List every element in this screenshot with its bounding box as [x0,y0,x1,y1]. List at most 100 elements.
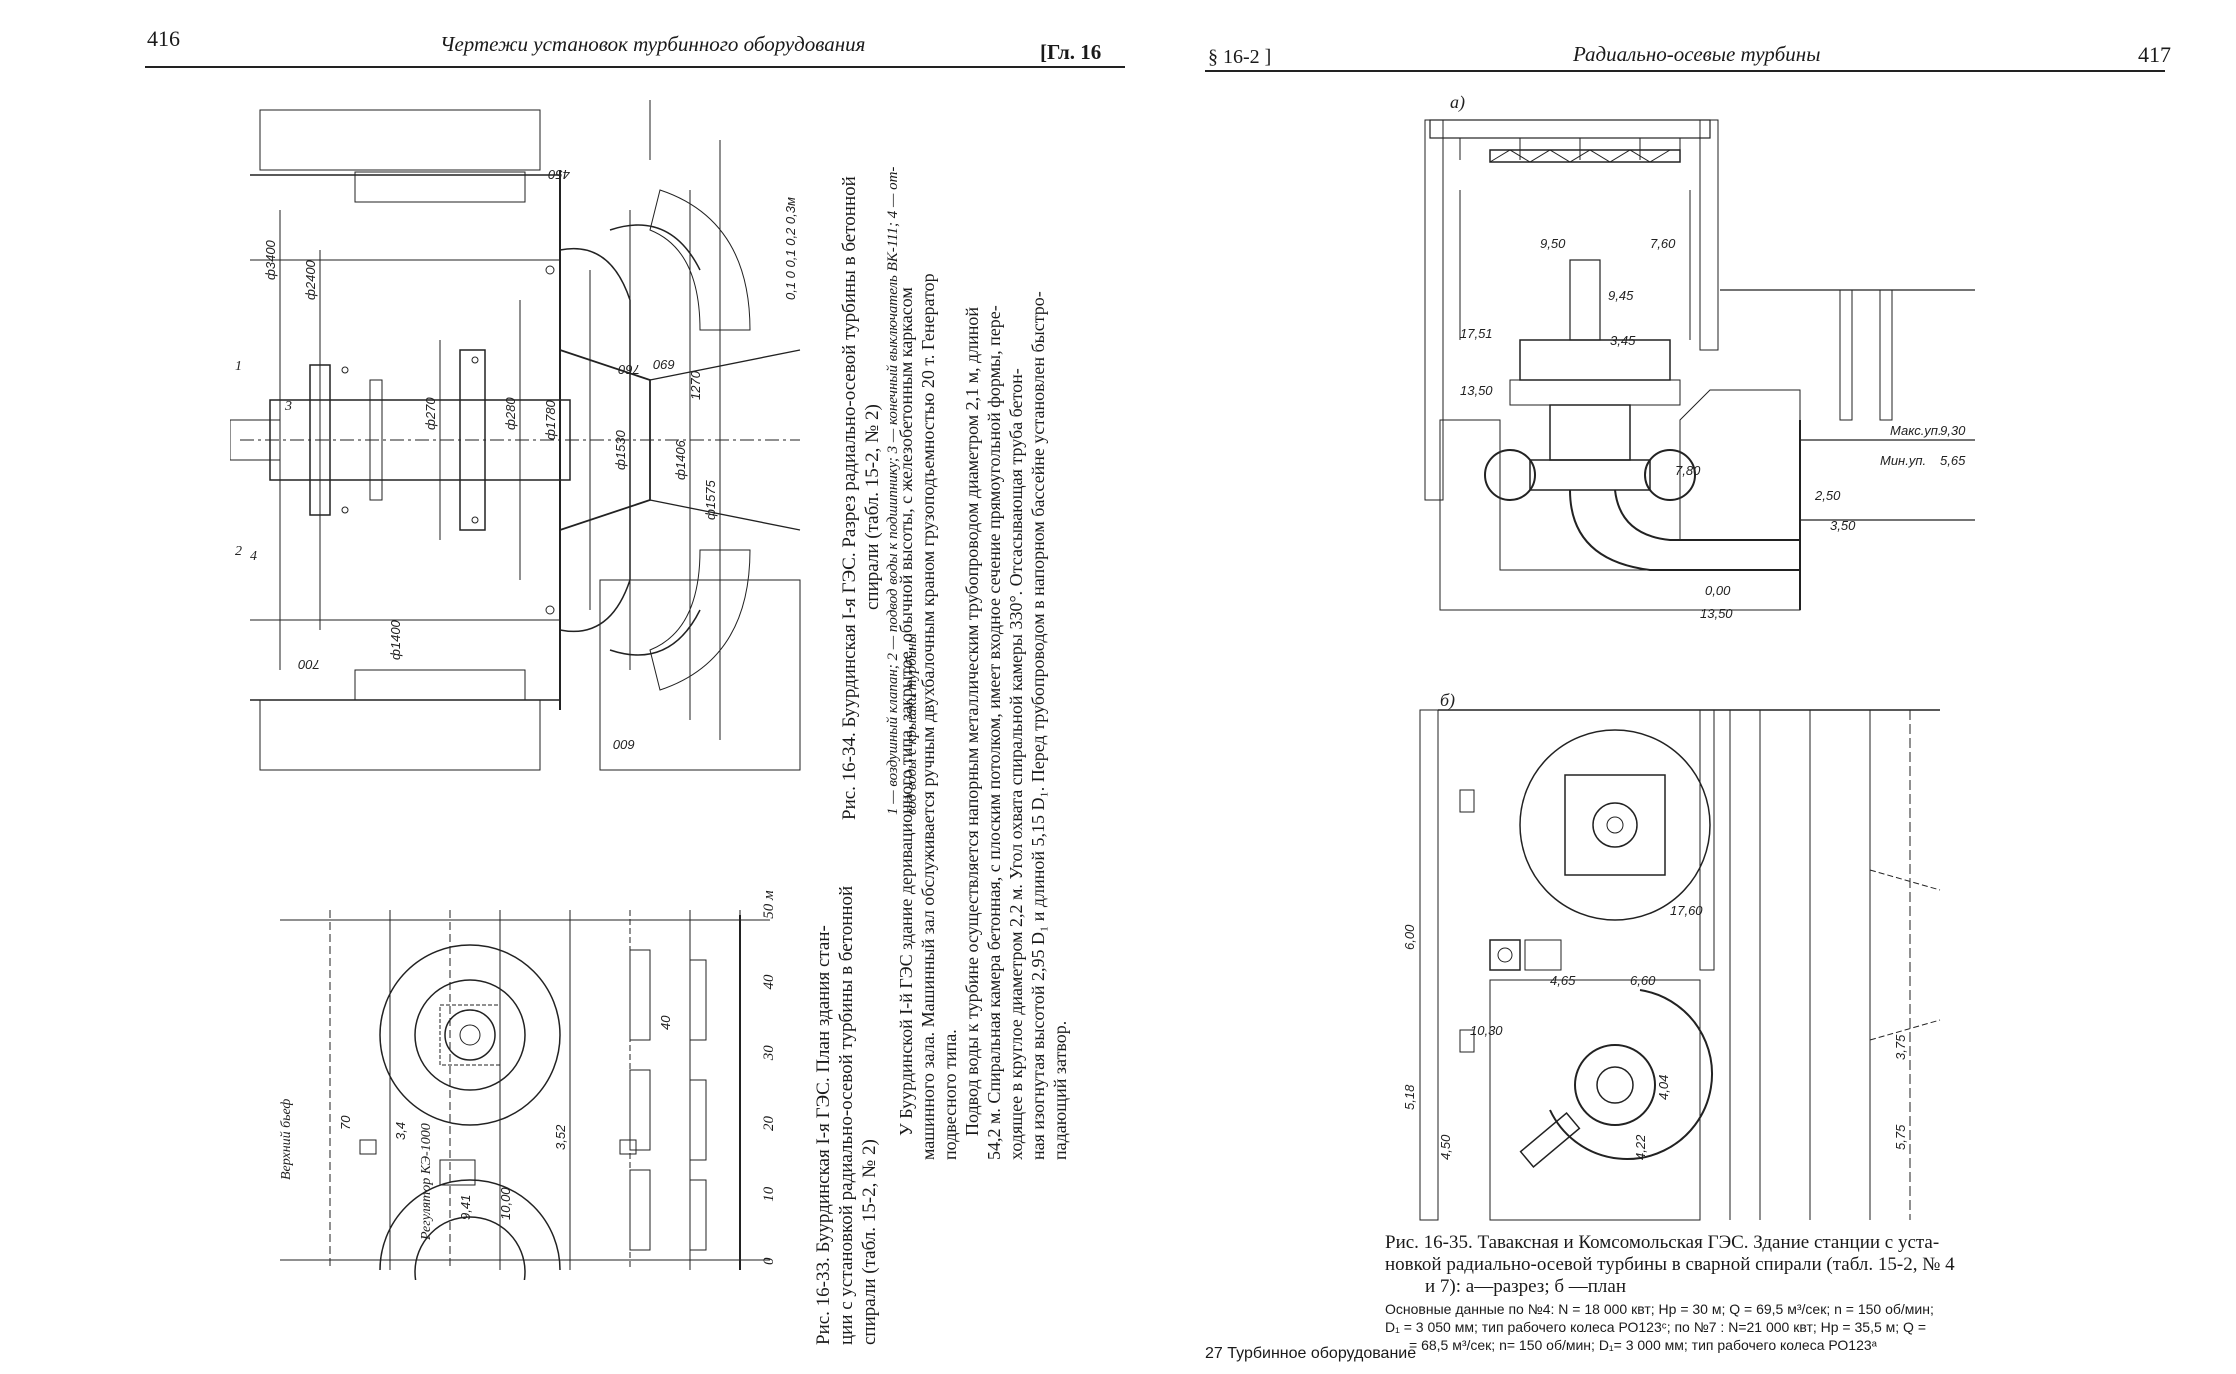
fig-16-34-caption-line1: Рис. 16-34. Буурдинская I-я ГЭС. Разрез … [839,176,860,820]
pl-d404: 4,04 [1656,1075,1671,1100]
dim-d270: ф270 [423,397,438,430]
fig-16-33-caption-line3: спирали (табл. 15-2, № 2) [859,1139,880,1345]
sec-d1350b: 13,50 [1700,606,1733,621]
plan-scale-30: 30 [761,1045,777,1061]
sec-d930: 9,30 [1940,423,1966,438]
right-running-title: Радиально-осевые турбины [1573,42,1821,66]
label-1: 1 [235,359,242,374]
fig-16-33-caption: Рис. 16-33. Буурдинская I-я ГЭС. План зд… [812,886,881,1345]
plan-scale: 0 10 20 30 40 50 м [760,890,779,1265]
sec-d945: 9,45 [1608,288,1634,303]
dim-d1406: ф1406 [673,439,688,480]
sec-d565: 5,65 [1940,453,1966,468]
fig-16-35-data-line2: D₁ = 3 050 мм; тип рабочего колеса РО123… [1385,1319,1926,1335]
sec-d250: 2,50 [1814,488,1841,503]
sec-max: Макс.уп. [1890,423,1942,438]
plan-regulator: Регулятор КЭ-1000 [419,1123,434,1241]
plan-scale-10: 10 [761,1186,777,1202]
pl-d600: 6,00 [1402,924,1417,950]
dim-d1530: ф1530 [613,429,628,470]
pl-d450: 4,50 [1438,1134,1453,1160]
fig-16-33-caption-line2: ции с установкой радиально-осевой турбин… [836,885,857,1345]
dim-v600: 600 [613,737,635,752]
plan-d34: 3,4 [393,1122,408,1140]
pl-d422: 4,22 [1633,1134,1648,1160]
dim-v700: 700 [298,657,320,672]
sec-min: Мин.уп. [1880,453,1926,468]
fig-16-35-caption: Рис. 16-35. Таваксная и Комсомольская ГЭ… [1385,1232,2005,1298]
dim-v450: 450 [548,167,570,182]
pl-d575: 5,75 [1893,1124,1908,1150]
sec-d1350: 13,50 [1460,383,1493,398]
body-line-4: Подвод воды к турбине осуществляется нап… [962,306,982,1136]
body-line-5: 54,2 м. Спиральная камера бетонная, с пл… [984,305,1004,1160]
section-label-a: а) [1450,92,1465,113]
label-4: 4 [250,549,257,564]
plan-d1000: 10,00 [498,1187,513,1220]
sec-d345: 3,45 [1610,333,1636,348]
dim-d2400: ф2400 [303,259,318,300]
fig-16-34-caption-line2: спирали (табл. 15-2, № 2) [862,404,883,610]
plan-scale-0: 0 [761,1257,777,1266]
label-2: 2 [235,544,242,559]
fig-16-35-caption-line3: и 7): а—разрез; б —план [1425,1276,1627,1297]
fig-16-34-caption: Рис. 16-34. Буурдинская I-я ГЭС. Разрез … [838,176,884,820]
right-footer: 27 Турбинное оборудование [1205,1345,1417,1362]
body-line-3: подвесного типа. [940,1029,960,1160]
left-header-rule [145,66,1125,68]
dim-scale: 0,1 0 0,1 0,2 0,3м [783,197,798,300]
body-line-6: ходящее в круглое диаметром 2,2 м. Угол … [1006,368,1026,1160]
turbine-section-drawing: ф3400 ф2400 ф270 ф280 ф1780 ф1530 ф1406 … [230,100,801,771]
station-plan-drawing: Верхний бьеф Регулятор КЭ-1000 70 40 3,4… [279,910,770,1280]
right-section-ref: § 16-2 ] [1208,46,1272,68]
pl-d1030: 10,30 [1470,1023,1503,1038]
label-3: 3 [284,399,292,414]
pl-d660: 6,60 [1630,973,1656,988]
plan-upper-pool: Верхний бьеф [279,1099,294,1180]
dim-v690: 690 [653,357,675,372]
dim-d3400: ф3400 [263,239,278,280]
fig-16-35-data-line3: = 68,5 м³/сек; n= 150 об/мин; D₁= 3 000 … [1409,1337,1877,1353]
plan-d352: 3,52 [553,1124,568,1150]
pl-d465: 4,65 [1550,973,1576,988]
dim-v1270: 1270 [688,370,703,400]
sec-d760: 7,60 [1650,236,1676,251]
body-line-2: машинного зала. Машинный зал обслуживает… [918,273,938,1160]
dim-d1400: ф1400 [388,619,403,660]
fig-16-35-data: Основные данные по №4: N = 18 000 квт; H… [1385,1300,2005,1354]
left-running-title: Чертежи установок турбинного оборудовани… [440,32,866,56]
sec-d780: 7,80 [1675,463,1701,478]
dim-d1575: ф1575 [703,479,718,520]
plan-label-b: б) [1440,690,1455,711]
left-page-number: 416 [147,26,180,51]
pl-d518: 5,18 [1402,1084,1417,1110]
plan-d40: 40 [658,1015,673,1030]
sec-d950: 9,50 [1540,236,1566,251]
body-line-7: ная изогнутая высотой 2,95 D₁ и длиной 5… [1028,291,1048,1160]
sec-d1751: 17,51 [1460,326,1493,341]
fig-16-35-caption-line1: Рис. 16-35. Таваксная и Комсомольская ГЭ… [1385,1232,1940,1253]
left-chapter-ref: [Гл. 16 [1040,40,1102,64]
body-line-8: падающий затвор. [1050,1020,1070,1160]
fig-16-35-data-line1: Основные данные по №4: N = 18 000 квт; H… [1385,1301,1934,1317]
right-page-number: 417 [2138,42,2171,67]
pl-d1760: 17,60 [1670,903,1703,918]
dim-d1780: ф1780 [543,399,558,440]
dim-d280: ф280 [503,397,518,430]
right-header-rule [1205,70,2165,72]
body-line-1: У Буурдинской I-й ГЭС здание деривационн… [896,287,916,1136]
pl-d375: 3,75 [1893,1034,1908,1060]
plan-d70: 70 [338,1115,353,1130]
dim-v760: 760 [618,362,640,377]
sec-d350: 3,50 [1830,518,1856,533]
sec-d000: 0,00 [1705,583,1731,598]
plan-scale-40: 40 [761,974,777,990]
fig-16-33-caption-line1: Рис. 16-33. Буурдинская I-я ГЭС. План зд… [813,925,834,1345]
plan-scale-50: 50 м [761,890,777,919]
plan-scale-20: 20 [761,1116,777,1131]
plan-d941: 9,41 [458,1195,473,1220]
body-text: У Буурдинской I-й ГЭС здание деривационн… [895,240,1071,1160]
station-plan-view-drawing: б) 17,60 10,30 6,00 5,18 4,50 4,65 6,60 … [1402,690,1941,1221]
station-section-drawing: а) 9,50 7,60 17,51 13,50 9,45 3,45 7,80 … [1424,92,1975,621]
fig-16-35-caption-line2: новкой радиально-осевой турбины в сварно… [1385,1254,1955,1275]
